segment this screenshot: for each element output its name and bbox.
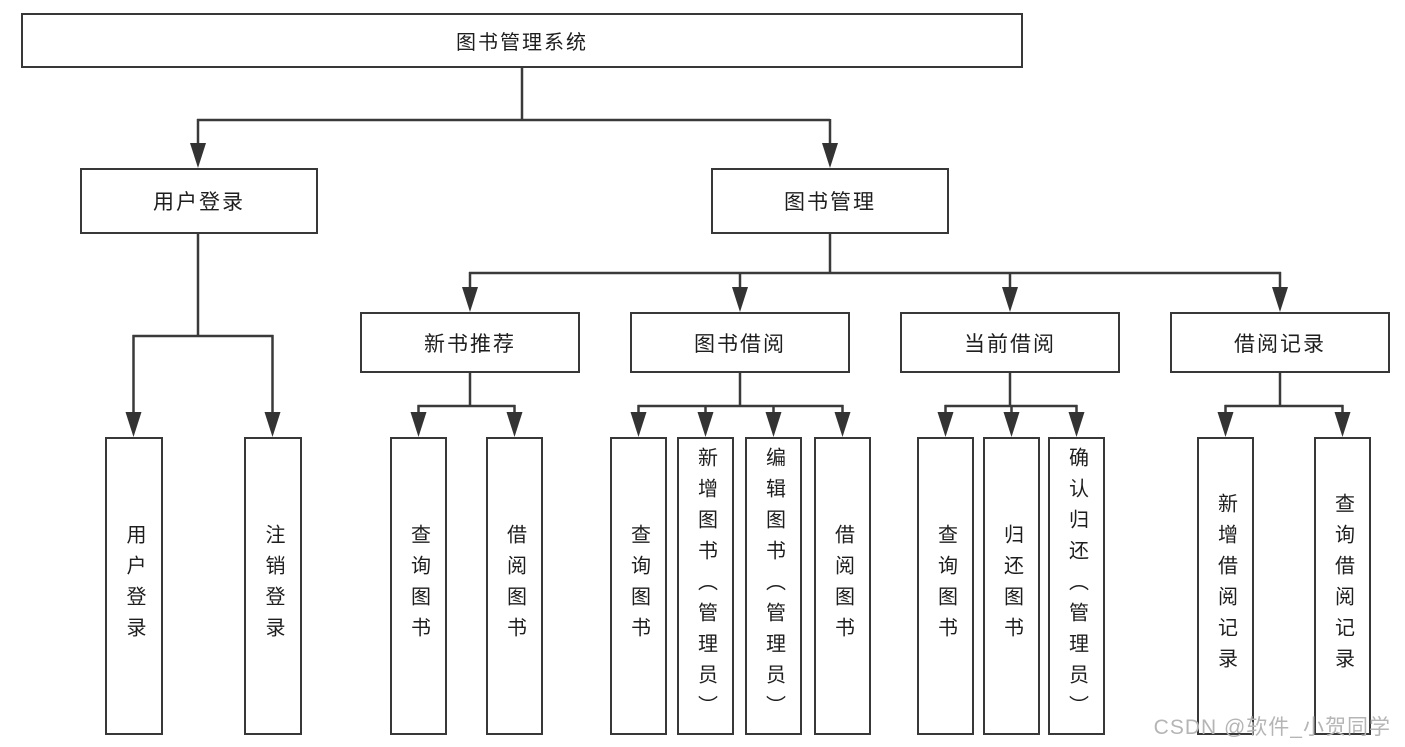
leaf-borrow-edit-label: 编辑图书（管理员） <box>762 446 785 726</box>
leaf-newbooks-query: 查询图书 <box>390 437 447 735</box>
leaf-records-add: 新增借阅记录 <box>1197 437 1254 735</box>
leaf-current-return-label: 归还图书 <box>1000 524 1023 648</box>
node-borrow-records-label: 借阅记录 <box>1234 332 1326 356</box>
leaf-borrow-query-label: 查询图书 <box>627 524 650 648</box>
leaf-records-query: 查询借阅记录 <box>1314 437 1371 735</box>
leaf-newbooks-query-label: 查询图书 <box>407 524 430 648</box>
leaf-current-query: 查询图书 <box>917 437 974 735</box>
leaf-newbooks-borrow-label: 借阅图书 <box>503 524 526 648</box>
node-book-management-label: 图书管理 <box>784 191 876 214</box>
leaf-current-return: 归还图书 <box>983 437 1040 735</box>
node-book-borrow-label: 图书借阅 <box>694 332 786 356</box>
node-book-borrow: 图书借阅 <box>630 312 850 373</box>
node-root: 图书管理系统 <box>21 13 1023 68</box>
leaf-borrow-borrow: 借阅图书 <box>814 437 871 735</box>
leaf-borrow-borrow-label: 借阅图书 <box>831 524 854 648</box>
leaf-borrow-query: 查询图书 <box>610 437 667 735</box>
leaf-current-confirm-label: 确认归还（管理员） <box>1065 446 1088 726</box>
node-book-management: 图书管理 <box>711 168 949 234</box>
node-current-borrow-label: 当前借阅 <box>964 332 1056 356</box>
node-new-books-label: 新书推荐 <box>424 332 516 356</box>
node-root-label: 图书管理系统 <box>456 32 588 54</box>
leaf-logout-label: 注销登录 <box>262 524 284 648</box>
node-current-borrow: 当前借阅 <box>900 312 1120 373</box>
node-user-login-label: 用户登录 <box>153 191 245 214</box>
leaf-user-login: 用户登录 <box>105 437 163 735</box>
leaf-records-query-label: 查询借阅记录 <box>1331 493 1354 679</box>
node-borrow-records: 借阅记录 <box>1170 312 1390 373</box>
leaf-current-query-label: 查询图书 <box>934 524 957 648</box>
node-new-books: 新书推荐 <box>360 312 580 373</box>
leaf-borrow-add-label: 新增图书（管理员） <box>694 446 717 726</box>
leaf-borrow-edit: 编辑图书（管理员） <box>745 437 802 735</box>
leaf-borrow-add: 新增图书（管理员） <box>677 437 734 735</box>
leaf-user-login-label: 用户登录 <box>123 524 145 648</box>
leaf-logout: 注销登录 <box>244 437 302 735</box>
leaf-newbooks-borrow: 借阅图书 <box>486 437 543 735</box>
leaf-records-add-label: 新增借阅记录 <box>1214 493 1237 679</box>
leaf-current-confirm: 确认归还（管理员） <box>1048 437 1105 735</box>
csdn-watermark: CSDN @软件_小贺同学 <box>1153 716 1391 739</box>
node-user-login: 用户登录 <box>80 168 318 234</box>
